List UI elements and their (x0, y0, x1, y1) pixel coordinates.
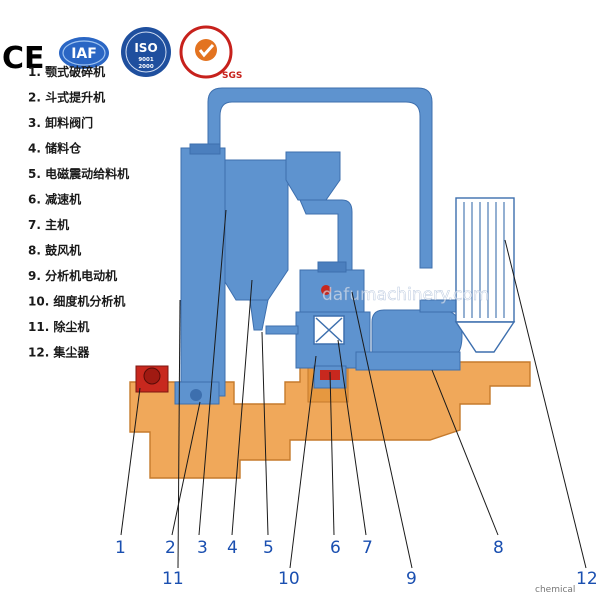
iaf-logo: IAF (59, 37, 109, 69)
machine-assembly (135, 87, 516, 405)
leader-line-10 (289, 355, 317, 569)
legend-item: 6. 减速机 (28, 192, 81, 207)
checkmark-icon (198, 43, 215, 58)
mill-cross-brace (315, 317, 343, 343)
legend-item: 12. 集尘器 (28, 345, 90, 360)
iso-logo: ISO 9001 2000 (121, 27, 171, 77)
callout-11: 11 (162, 569, 184, 589)
cyclone-collector (285, 151, 341, 201)
concrete-base (129, 361, 531, 479)
leader-line-8 (431, 369, 499, 536)
iso-ring (125, 31, 167, 73)
feeder-tray (265, 325, 299, 335)
callout-8: 8 (493, 538, 504, 558)
leader-line-7 (337, 339, 367, 536)
callout-12: 12 (576, 569, 598, 589)
callout-2: 2 (165, 538, 176, 558)
legend-item: 4. 储料仓 (28, 141, 82, 156)
component-legend: 1. 颚式破碎机 2. 斗式提升机 3. 卸料阀门 4. 储料仓 5. 电磁震动给料机 6… (28, 64, 129, 360)
iaf-ring (62, 40, 106, 66)
elevator-head (189, 143, 221, 155)
storage-bin (224, 159, 289, 301)
iso-codes-text-2: 2000 (138, 64, 153, 70)
legend-item: 10. 细度机分析机 (28, 294, 125, 309)
callout-3: 3 (197, 538, 208, 558)
iaf-text: IAF (71, 46, 97, 62)
legend-item: 3. 卸料阀门 (28, 115, 93, 130)
vibrating-feeder (249, 299, 269, 331)
leader-line-1 (120, 387, 141, 536)
callout-7: 7 (362, 538, 373, 558)
legend-item: 5. 电磁震动给料机 (28, 166, 129, 181)
corner-watermark: chemical (535, 585, 575, 595)
leader-line-4 (231, 279, 253, 536)
sgs-text: SGS (222, 71, 242, 81)
analyzer-motor (321, 285, 331, 295)
callout-10: 10 (278, 569, 300, 589)
legend-item: 11. 除尘机 (28, 319, 89, 334)
iaf-oval (59, 37, 109, 69)
ce-mark: CE (2, 41, 45, 76)
leader-lines (120, 209, 587, 569)
leader-line-2 (171, 401, 201, 536)
callout-6: 6 (330, 538, 341, 558)
bucket-elevator (180, 147, 226, 397)
blower-base (355, 351, 461, 371)
callout-1: 1 (115, 538, 126, 558)
iso-disc (121, 27, 171, 77)
legend-item: 7. 主机 (28, 217, 69, 232)
filter-bags (463, 202, 505, 318)
callout-9: 9 (406, 569, 417, 589)
callout-5: 5 (263, 538, 274, 558)
sgs-disc (195, 39, 217, 61)
feed-duct (299, 199, 353, 273)
collector-hopper (454, 321, 516, 353)
callout-4: 4 (227, 538, 238, 558)
legend-item: 1. 颚式破碎机 (28, 64, 105, 79)
legend-item: 2. 斗式提升机 (28, 90, 105, 105)
return-air-duct (207, 87, 433, 269)
legend-item: 9. 分析机电动机 (28, 268, 117, 283)
crusher-flywheel (143, 367, 161, 385)
center-watermark: dafumachinery.com (322, 285, 489, 305)
leader-line-9 (351, 291, 413, 569)
ce-text: CE (2, 41, 45, 76)
leader-line-5 (261, 331, 269, 536)
iso-codes-text: 9001 (138, 57, 153, 63)
leader-line-11 (177, 299, 181, 569)
iso-text: ISO (134, 41, 157, 55)
sgs-logo: SGS (179, 25, 242, 81)
analyzer-cap (317, 261, 347, 273)
leader-line-6 (329, 371, 335, 536)
leader-line-12 (504, 239, 587, 569)
boot-pulley (190, 389, 202, 401)
leader-line-3 (198, 209, 227, 536)
legend-item: 8. 鼓风机 (28, 243, 81, 258)
